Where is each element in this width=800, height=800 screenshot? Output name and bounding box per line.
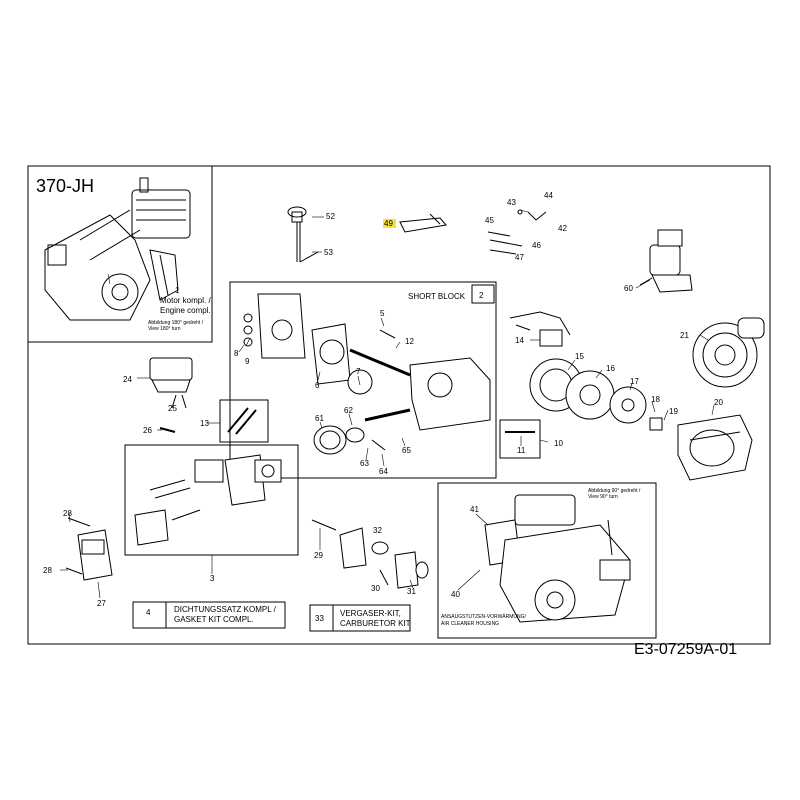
part-number: 14 <box>515 336 524 345</box>
carburetor-illustration <box>311 519 429 589</box>
engine-note: Abbildung 180° gedreht / View 180° turn <box>148 320 204 332</box>
part-number: 27 <box>97 599 106 608</box>
part-number: 64 <box>379 467 388 476</box>
part-number-highlighted: 49 <box>384 219 393 228</box>
model-title: 370-JH <box>36 176 95 196</box>
part-number: 3 <box>210 574 215 583</box>
part-13-frame <box>219 399 269 443</box>
drawing-code: E3-07259A-01 <box>634 641 738 658</box>
part-number: 7 <box>356 367 361 376</box>
engine-number: 1 <box>175 286 180 295</box>
part-number: 41 <box>470 505 479 514</box>
part-number: 40 <box>451 590 460 599</box>
part-number: 15 <box>575 352 584 361</box>
ignition-illustration <box>509 311 571 347</box>
muffler-illustration <box>65 517 113 581</box>
part-number: 47 <box>515 253 524 262</box>
engine-label-en: Engine compl. <box>160 306 211 315</box>
short-block-number: 2 <box>479 291 484 300</box>
part-number: 11 <box>517 446 526 455</box>
part-number: 16 <box>606 364 615 373</box>
starter-illustration <box>639 229 693 293</box>
carburetor-kit-frame <box>309 604 411 632</box>
part-number: 6 <box>315 381 320 390</box>
gasket-kit-number: 4 <box>146 608 151 617</box>
part-number: 24 <box>123 375 132 384</box>
part-number: 25 <box>168 404 177 413</box>
short-block-illustration <box>243 293 491 455</box>
part-number: 17 <box>630 377 639 386</box>
air-cleaner-note: Abbildung 90° gedreht / View 90° turn <box>588 488 641 500</box>
carb-kit-label-de: VERGASER-KIT, <box>340 609 401 618</box>
part-number: 52 <box>326 212 335 221</box>
gasket-kit-frame <box>132 601 286 629</box>
dipstick-illustration <box>287 206 319 263</box>
cylinder-head-frame <box>124 444 299 556</box>
part-number: 46 <box>532 241 541 250</box>
gasket-kit-label-de: DICHTUNGSSATZ KOMPL / <box>174 605 276 614</box>
air-cleaner-label-de: ANSAUGSTUTZEN-VORWÄRMUNG/ <box>441 614 526 620</box>
part-number: 60 <box>624 284 633 293</box>
engine-illustration <box>44 177 191 321</box>
short-block-label: SHORT BLOCK <box>408 292 466 301</box>
air-cleaner-label-en: AIR CLEANER HOUSING <box>441 621 500 627</box>
part-number: 28 <box>63 509 72 518</box>
fan-housing-illustration <box>677 414 753 481</box>
part-number: 19 <box>669 407 678 416</box>
lever-illustration <box>399 213 447 233</box>
part-number: 20 <box>714 398 723 407</box>
part-number: 65 <box>402 446 411 455</box>
part-number: 42 <box>558 224 567 233</box>
gasket-kit-label-en: GASKET KIT COMPL. <box>174 615 254 624</box>
part-number: 44 <box>544 191 553 200</box>
carb-kit-label-en: CARBURETOR KIT <box>340 619 411 628</box>
short-block-frame <box>229 281 497 479</box>
part-number: 43 <box>507 198 516 207</box>
part-number: 30 <box>371 584 380 593</box>
carb-kit-number: 33 <box>315 614 324 623</box>
air-cleaner-illustration <box>484 494 631 623</box>
part-number: 61 <box>315 414 324 423</box>
flywheel-illustration <box>529 358 663 431</box>
air-filter-illustration <box>149 357 193 433</box>
part-number: 45 <box>485 216 494 225</box>
part-number: 26 <box>143 426 152 435</box>
part-number: 28 <box>43 566 52 575</box>
engine-label-de: Motor kompl. / <box>160 296 211 305</box>
part-number: 21 <box>680 331 689 340</box>
part-number: 53 <box>324 248 333 257</box>
part-10-frame <box>499 419 541 459</box>
part-number: 32 <box>373 526 382 535</box>
part-number: 9 <box>245 357 250 366</box>
short-block-number-box <box>471 284 495 304</box>
recoil-starter-illustration <box>692 317 765 388</box>
part-number: 29 <box>314 551 323 560</box>
part-number: 31 <box>407 587 416 596</box>
outer-frame <box>27 165 771 645</box>
part-number: 8 <box>234 349 239 358</box>
part-number: 62 <box>344 406 353 415</box>
part-number: 10 <box>554 439 563 448</box>
air-cleaner-frame <box>437 482 657 639</box>
part-number: 63 <box>360 459 369 468</box>
part-number: 18 <box>651 395 660 404</box>
part-number: 13 <box>200 419 209 428</box>
part-number: 5 <box>380 309 385 318</box>
cylinder-head-illustration <box>134 454 282 546</box>
linkage-illustration <box>487 209 547 255</box>
engine-inset-frame <box>28 166 213 343</box>
part-number: 12 <box>405 337 414 346</box>
leader-lines <box>60 209 715 599</box>
